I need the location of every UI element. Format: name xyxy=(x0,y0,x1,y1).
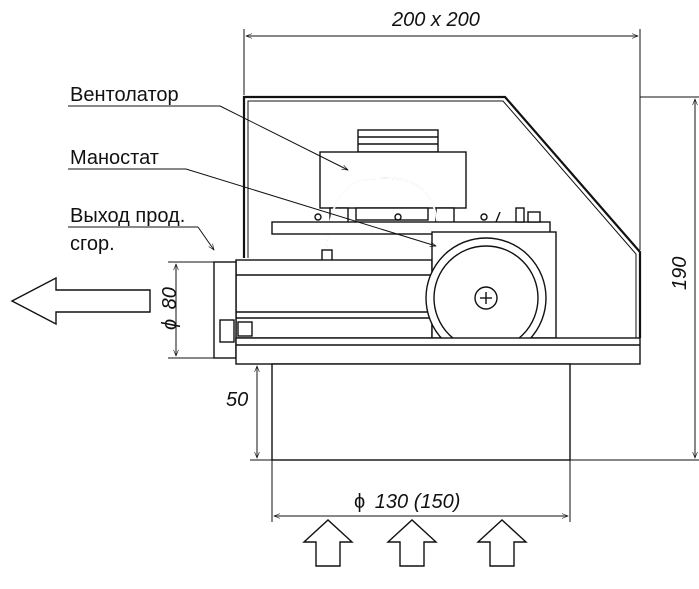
outlet-diameter-value: 80 xyxy=(159,287,181,309)
fan-label: Вентолатор xyxy=(70,84,179,106)
fan-callout: Вентолатор xyxy=(68,84,349,171)
housing-cover xyxy=(242,95,642,338)
outlet-flange xyxy=(213,261,253,359)
inlet-box xyxy=(271,363,571,461)
fan-assembly xyxy=(319,129,467,229)
dimension-outlet-diameter: ϕ 80 xyxy=(159,261,214,359)
dimension-top-width: 200 x 200 xyxy=(243,9,641,250)
exhaust-label-line2: сгор. xyxy=(70,233,115,255)
pressostat-label: Маностат xyxy=(70,147,159,169)
base-plate xyxy=(235,337,641,365)
dimension-height: 190 xyxy=(570,96,699,461)
phi-symbol: ϕ xyxy=(354,491,365,513)
air-inlet-arrow-icon xyxy=(302,519,354,567)
pressostat-callout: Маностат xyxy=(68,147,437,247)
inlet-diameter-text: ϕ 130 (150) xyxy=(354,491,460,513)
base-height-text: 50 xyxy=(226,389,248,411)
inlet-diameter-value: 130 (150) xyxy=(375,491,461,513)
pressure-tube xyxy=(321,177,439,263)
fan-wheel xyxy=(425,237,547,359)
phi-symbol: ϕ xyxy=(159,319,181,330)
exhaust-label-line1: Выход прод. xyxy=(70,205,185,227)
exhaust-callout: Выход прод. сгор. xyxy=(68,205,215,255)
exhaust-arrow-icon xyxy=(10,276,151,326)
air-inlet-arrow-icon xyxy=(386,519,438,567)
dimension-inlet-diameter: ϕ 130 (150) xyxy=(271,460,571,522)
air-inlet-arrow-icon xyxy=(476,519,528,567)
top-width-text: 200 x 200 xyxy=(391,9,480,31)
outlet-diameter-text: ϕ 80 xyxy=(159,287,181,330)
dimension-base-height: 50 xyxy=(226,365,272,461)
mounting-plate xyxy=(271,207,551,235)
height-text: 190 xyxy=(669,257,691,290)
